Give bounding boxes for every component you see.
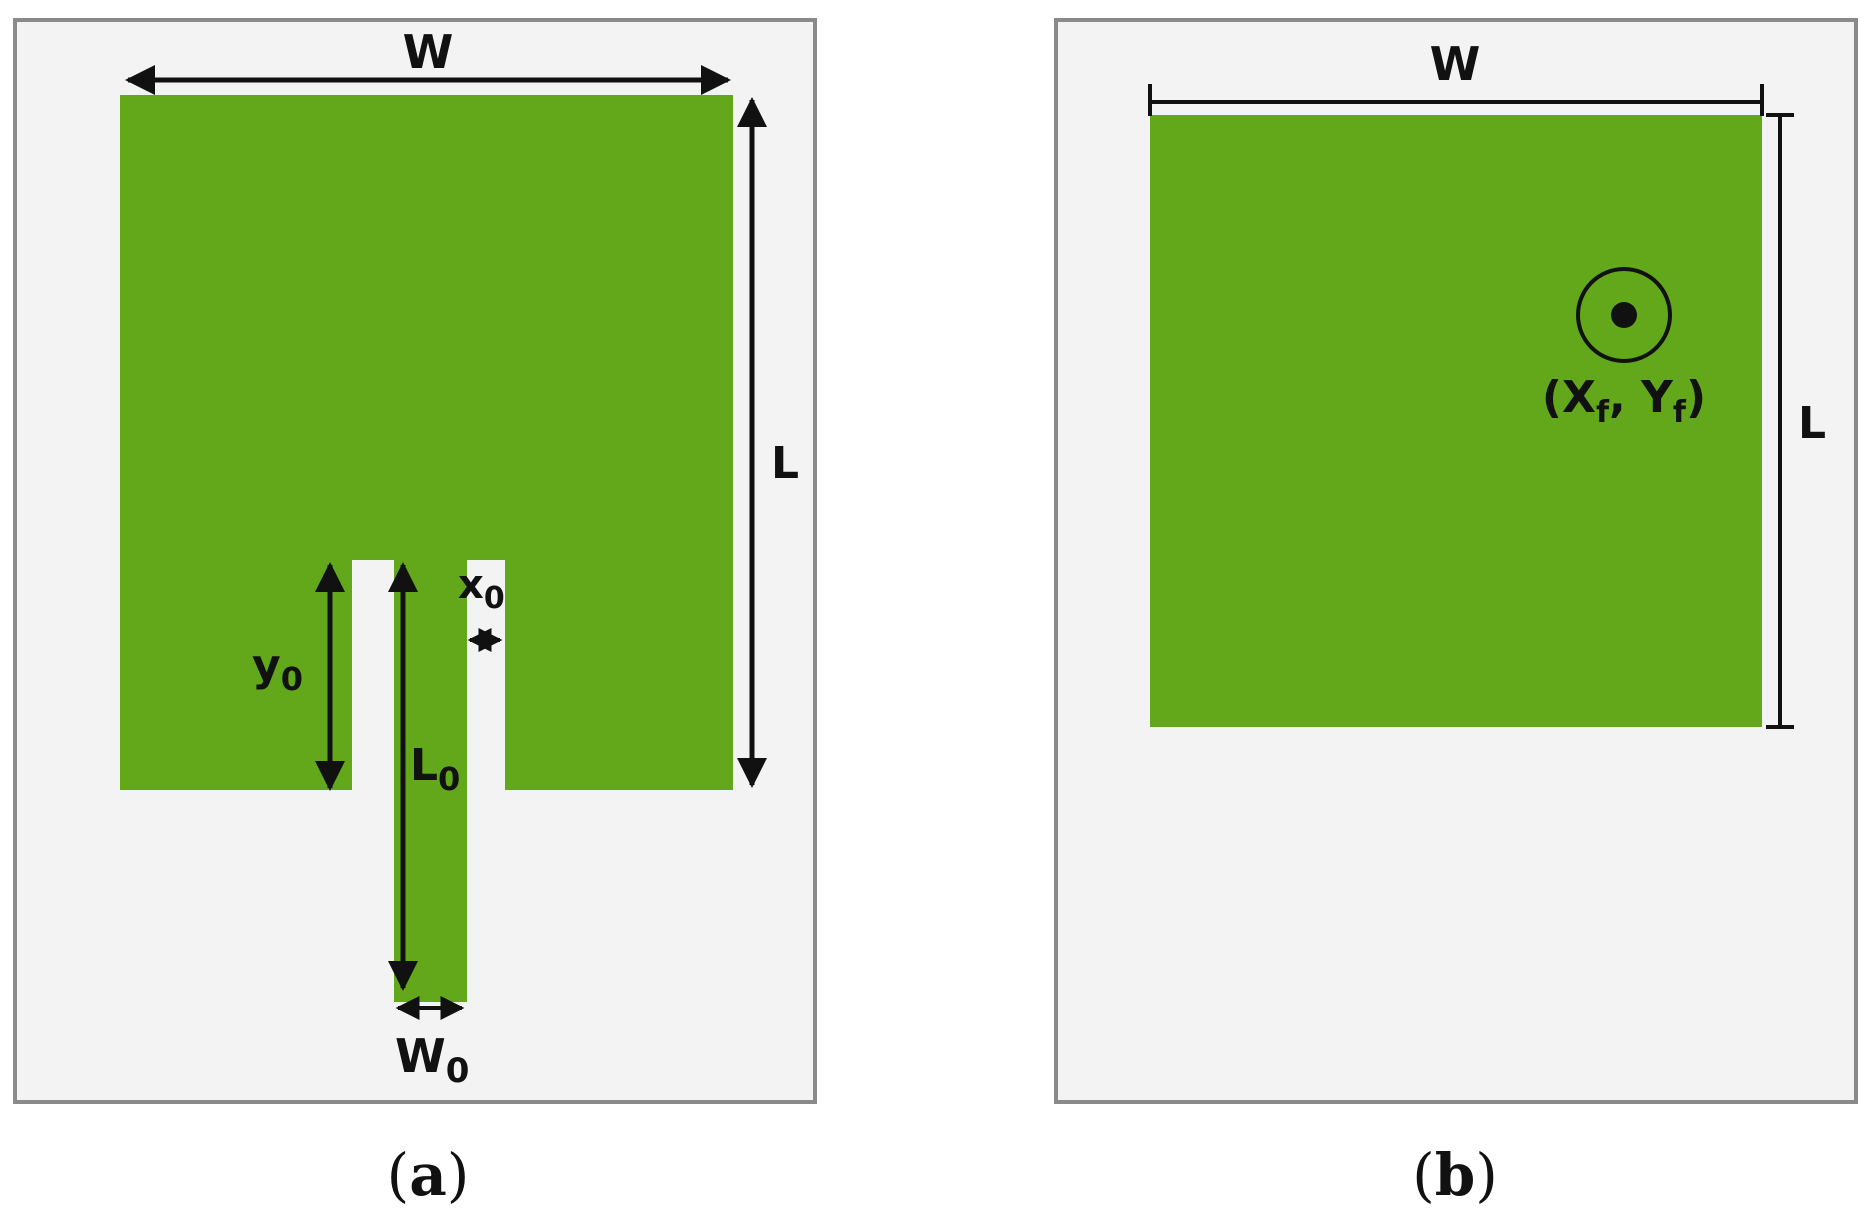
w-label-b: W (1430, 37, 1481, 91)
l-label-b: L (1798, 398, 1826, 449)
caption-b: (b) (1412, 1141, 1498, 1209)
l0-label: L0 (410, 740, 460, 798)
w0-label: W0 (395, 1029, 469, 1091)
y0-label: y0 (252, 640, 303, 698)
patch-a (120, 95, 733, 1002)
feed-point-ring (1576, 267, 1672, 363)
panel-b: W L (Xf, Yf) (b) (1054, 18, 1858, 1209)
feed-point-dot (1611, 302, 1637, 328)
caption-a: (a) (387, 1141, 470, 1209)
w-label-a: W (403, 25, 454, 79)
l-label-a: L (771, 438, 799, 489)
x0-label: x0 (458, 562, 505, 616)
panel-a: W L y0 L0 x0 W0 (a) (13, 18, 817, 1209)
feed-point-label: (Xf, Yf) (1542, 372, 1706, 430)
patch-b (1150, 115, 1762, 727)
